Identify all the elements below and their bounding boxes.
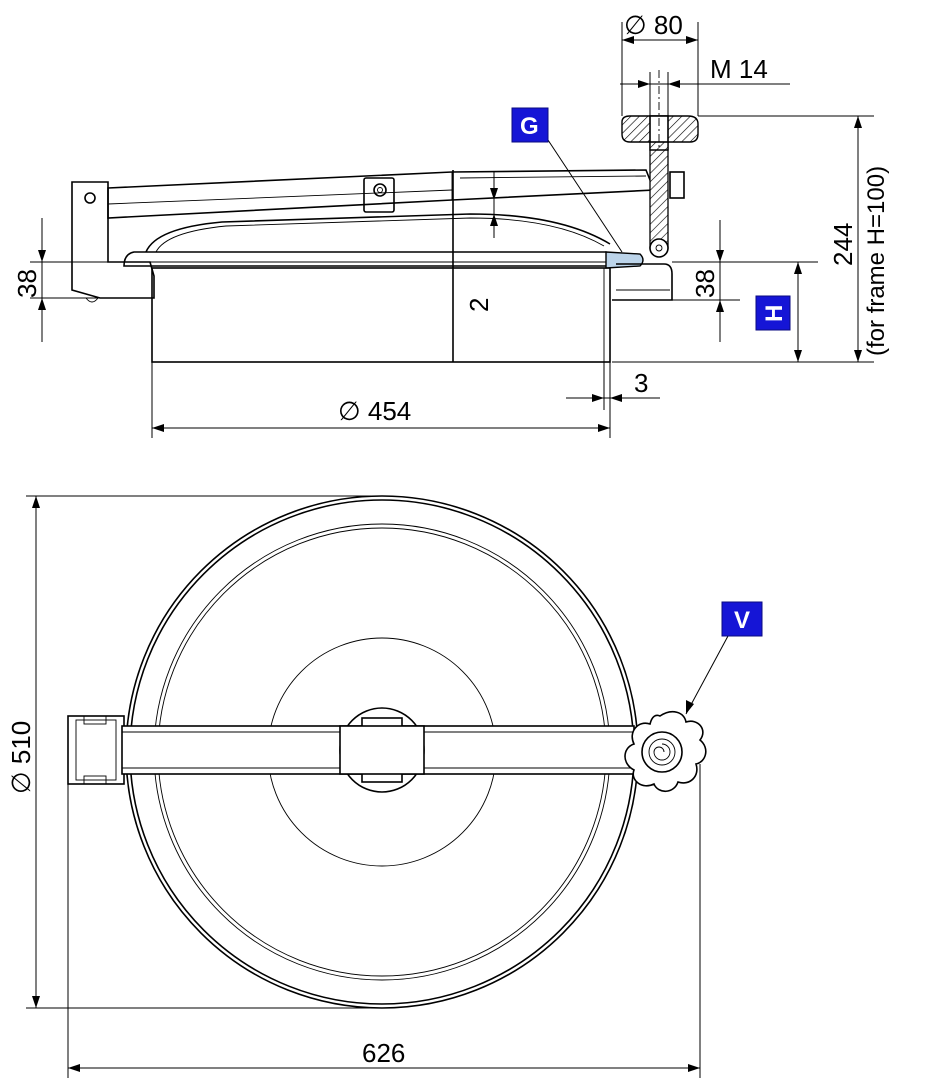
dim-total-height: 244 (for frame H=100)	[612, 115, 890, 363]
dim-text-overall-width: 626	[362, 1038, 405, 1068]
latch-clamp	[612, 263, 673, 301]
domed-lid	[145, 213, 611, 253]
central-pivot	[339, 707, 425, 793]
label-v-box	[721, 601, 763, 637]
label-g-text: G	[520, 113, 539, 140]
dim-text-height-note: (for frame H=100)	[863, 166, 890, 356]
dim-text-rim-right: 38	[690, 269, 720, 298]
callout-v: V	[685, 601, 763, 715]
dim-knob-diameter: ∅ 80	[621, 10, 699, 116]
star-knob-section	[621, 70, 699, 151]
label-v-text: V	[734, 607, 750, 634]
dim-overall-width: 626	[67, 764, 701, 1078]
dim-text-thread: M 14	[710, 54, 768, 84]
dim-text-knob-dia: ∅ 80	[624, 10, 683, 40]
dim-text-height: 244	[828, 223, 858, 266]
dim-rim-left: 38	[12, 218, 124, 342]
side-view: ∅ 80 M 14 244 (for frame H=100)	[12, 10, 890, 438]
dim-text-inner-dia: ∅ 454	[338, 396, 411, 426]
rim-flange	[123, 251, 644, 269]
dim-inner-diameter: ∅ 454	[151, 362, 611, 438]
dim-text-outer-dia: ∅ 510	[6, 721, 36, 794]
dim-wall: 3	[566, 362, 660, 410]
callout-g: G	[511, 107, 623, 253]
dim-gap: 2	[464, 172, 498, 312]
dim-rim-right: 38	[672, 220, 818, 342]
hinge-block	[67, 715, 125, 785]
dim-outer-diameter: ∅ 510	[6, 495, 382, 1009]
hinge-bracket	[71, 181, 155, 303]
label-h-text: H	[761, 305, 788, 322]
swing-bolt	[649, 135, 685, 258]
seal-gasket	[605, 251, 644, 269]
star-knob	[624, 710, 707, 793]
dim-text-gap: 2	[464, 298, 494, 312]
dim-frame-height: H	[755, 262, 802, 362]
label-h-box	[755, 295, 791, 331]
top-view: V ∅ 510 626	[6, 495, 763, 1078]
dim-thread: M 14	[620, 54, 790, 116]
dim-text-wall: 3	[634, 368, 648, 398]
label-g-box	[511, 107, 549, 143]
dim-text-rim-left: 38	[12, 269, 42, 298]
